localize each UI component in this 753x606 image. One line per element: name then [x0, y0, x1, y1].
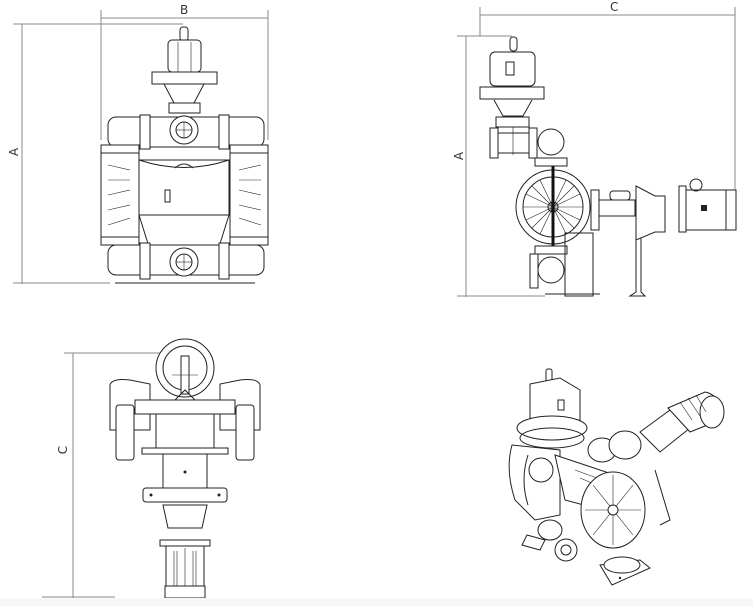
top-length-dimension-label: C: [56, 445, 71, 455]
side-dimension-lines: [457, 7, 736, 297]
bottom-margin-strip: [0, 598, 753, 606]
side-drive-train: [590, 178, 737, 241]
front-lower-manifold: [107, 214, 265, 284]
iso-pump-body: [508, 444, 646, 549]
side-height-dimension-label: A: [452, 151, 467, 161]
top-flange: [155, 338, 215, 398]
side-actuator: [479, 36, 545, 128]
front-diaphragm-chambers: [100, 144, 269, 246]
iso-actuator: [516, 368, 588, 449]
front-actuator: [151, 26, 218, 114]
side-length-dimension-label: C: [610, 0, 619, 14]
front-width-dimension-label: B: [180, 3, 189, 17]
front-dimension-lines: [13, 10, 269, 284]
top-shaft-and-motor: [142, 453, 228, 599]
side-valve: [489, 127, 568, 167]
iso-flanges-and-base: [522, 470, 671, 586]
side-base: [545, 232, 647, 297]
front-upper-manifold: [107, 114, 265, 150]
top-pump-body: [109, 379, 261, 461]
side-diaphragm-wheel: [515, 166, 591, 289]
front-height-dimension-label: A: [7, 147, 22, 157]
top-dimension-lines: [42, 352, 160, 598]
iso-upper-elbow-and-drive: [587, 391, 725, 463]
